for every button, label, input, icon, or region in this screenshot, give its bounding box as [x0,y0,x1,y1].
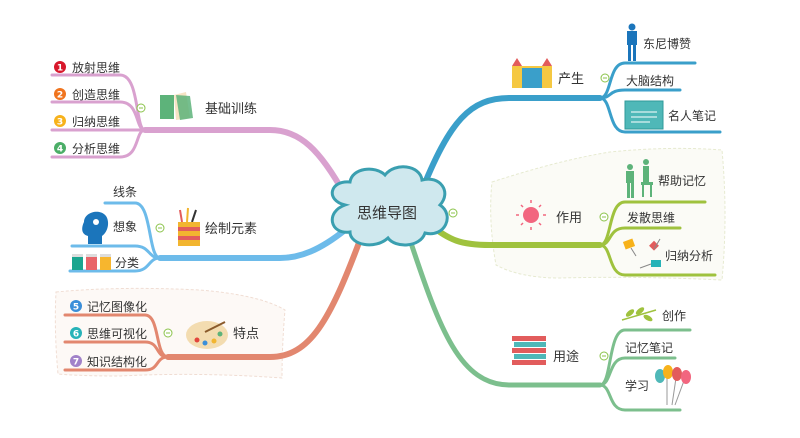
topic-origin[interactable]: 产生 [558,72,584,87]
priority-6-icon: 6 [73,330,79,340]
subtopic-aid-memory[interactable]: 帮助记忆 [658,174,706,188]
subtopic-study[interactable]: 学习 [625,378,649,393]
businessman-icon [627,23,637,61]
topic-use[interactable]: 用途 [553,349,579,365]
priority-4-icon: 4 [57,145,63,155]
topic-draw[interactable]: 绘制元素 [205,222,257,237]
subtopic-lines[interactable]: 线条 [113,185,137,199]
balloons-icon [655,365,691,406]
basic-children: 1 放射思维 2 创造思维 3 归纳思维 4 分析思维 [54,60,120,156]
branch-feature [165,237,363,360]
collapse-effect-button[interactable] [599,212,609,222]
building-icon [512,58,552,88]
collapse-origin-button[interactable] [600,73,610,83]
pencil-cup-icon [178,207,200,246]
branch-origin [417,95,603,198]
books-icon [512,336,546,365]
subtopic-brain-structure[interactable]: 大脑结构 [626,73,674,88]
subtopic-memory-notes[interactable]: 记忆笔记 [625,340,673,355]
sun-icon [516,200,546,230]
subtopic-divergent[interactable]: 发散思维 [627,210,675,225]
central-topic-label: 思维导图 [357,204,417,222]
collapse-basic-button[interactable] [136,103,146,113]
priority-5-icon: 5 [73,303,79,313]
subtopic-creation[interactable]: 创作 [662,309,686,323]
collapse-center-button[interactable] [448,208,458,218]
subtopic-analytic[interactable]: 分析思维 [72,142,120,156]
priority-1-icon: 1 [57,64,63,74]
paint-jars-icon [72,254,111,270]
subtopic-visual-memory[interactable]: 记忆图像化 [87,300,147,314]
subtopic-visual-thinking[interactable]: 思维可视化 [87,326,147,341]
head-icon [82,211,109,244]
subtopic-radial[interactable]: 放射思维 [72,60,120,75]
subtopic-inductive[interactable]: 归纳思维 [72,115,120,129]
leaf-branch-icon [621,307,657,322]
collapse-feature-button[interactable] [163,328,173,338]
subtopic-tony-buzan[interactable]: 东尼博赞 [643,36,691,51]
certificate-icon [624,100,664,130]
priority-3-icon: 3 [57,118,63,128]
collapse-draw-button[interactable] [155,223,165,233]
subtopic-induction-analysis[interactable]: 归纳分析 [665,249,713,263]
cloud-shape [330,165,449,247]
basic-training-icon [160,92,193,120]
subtopic-famous-notes[interactable]: 名人笔记 [668,108,716,123]
central-topic[interactable]: 思维导图 [330,165,449,247]
subtopic-classify[interactable]: 分类 [115,256,139,270]
palette-icon [186,321,228,349]
branch-basic [142,127,348,198]
topic-feature[interactable]: 特点 [233,327,259,342]
subtopic-structured[interactable]: 知识结构化 [87,354,147,369]
sculptor-icon [626,159,653,198]
topic-effect[interactable]: 作用 [556,211,582,226]
branch-use [407,237,603,388]
priority-7-icon: 7 [73,358,79,368]
topic-basic[interactable]: 基础训练 [205,102,257,117]
collapse-use-button[interactable] [599,351,609,361]
pushpins-icon [622,238,661,269]
branch-draw [157,227,348,261]
subtopic-creative[interactable]: 创造思维 [72,88,120,102]
subtopic-imagination[interactable]: 想象 [113,219,137,234]
priority-2-icon: 2 [57,91,63,101]
